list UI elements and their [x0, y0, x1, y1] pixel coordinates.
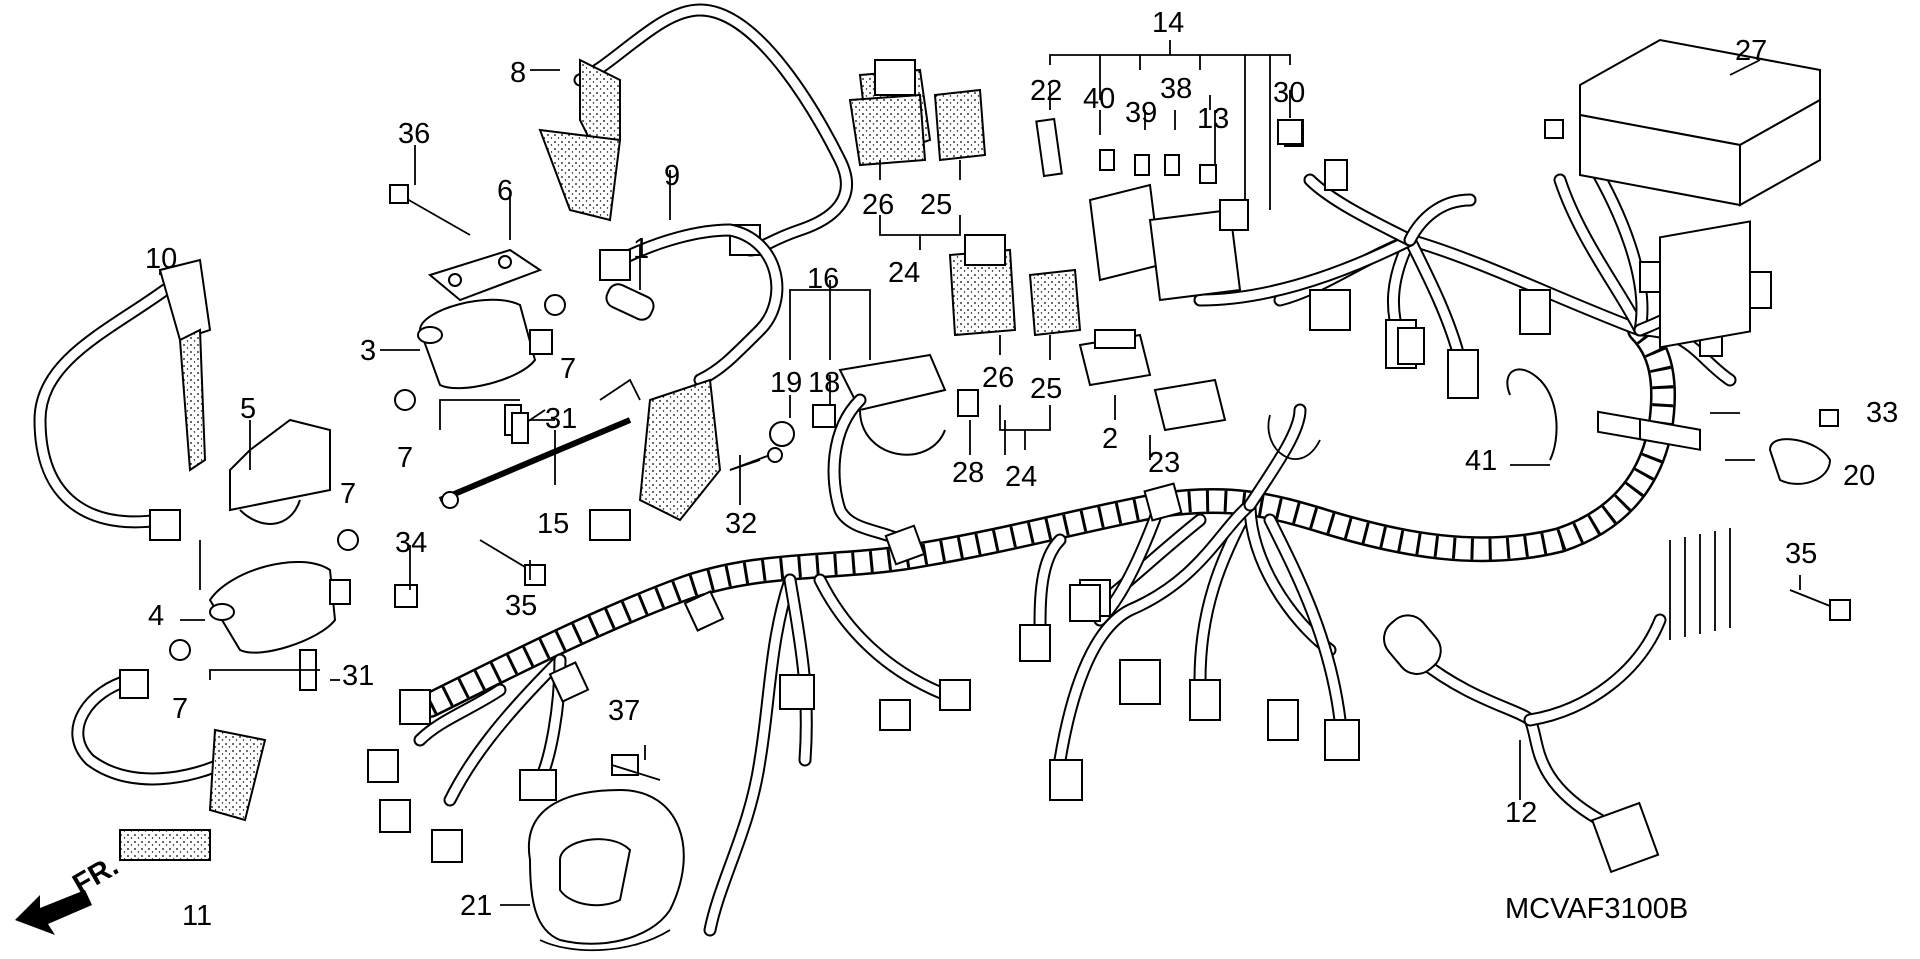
callout-15: 15 [537, 508, 569, 540]
callout-8: 8 [510, 57, 526, 89]
part-5-bracket [229, 418, 331, 525]
harness-boots [548, 482, 1183, 703]
part-26-relay-mid [948, 234, 1017, 337]
part-21-horn [527, 788, 685, 952]
callout-25a: 25 [920, 189, 952, 221]
harness-connectors [367, 261, 1772, 863]
part-20-sensor [1768, 438, 1832, 485]
part-28-clip [957, 389, 979, 417]
callout-33: 33 [1866, 397, 1898, 429]
callout-16: 16 [807, 263, 839, 295]
callout-11: 11 [182, 900, 212, 932]
part-8-plug-cord [538, 3, 853, 257]
callout-5: 5 [240, 393, 256, 425]
part-30-clip [1277, 119, 1303, 145]
part-12-regulator [1383, 220, 1751, 874]
callout-40: 40 [1083, 83, 1115, 115]
callout-7b: 7 [397, 442, 413, 474]
leader-lines [159, 40, 1801, 906]
part-13-fuse-box [1088, 119, 1348, 302]
callout-9: 9 [664, 160, 680, 192]
callout-13: 13 [1197, 103, 1229, 135]
callout-27: 27 [1735, 35, 1767, 67]
callout-32: 32 [725, 508, 757, 540]
callout-24a: 24 [888, 257, 920, 289]
callout-4: 4 [148, 600, 164, 632]
part-22-fuse-label [1035, 117, 1063, 178]
callout-23: 23 [1148, 447, 1180, 479]
part-17-bracket [1267, 414, 1321, 460]
part-19-grommet [769, 421, 795, 447]
callout-35a: 35 [505, 590, 537, 622]
callout-35b: 35 [1785, 538, 1817, 570]
callout-25b: 25 [1030, 373, 1062, 405]
callout-7a: 7 [560, 353, 576, 385]
callout-26a: 26 [862, 189, 894, 221]
callout-38: 38 [1160, 73, 1192, 105]
callout-7d: 7 [172, 693, 188, 725]
part-41-clamp [1506, 368, 1558, 461]
part-25-relay-top [933, 88, 987, 162]
part-2-relay-socket [1078, 329, 1152, 387]
callout-19: 19 [770, 367, 802, 399]
callout-36: 36 [398, 118, 430, 150]
part-25-relay-mid [1028, 268, 1082, 337]
callout-37: 37 [608, 695, 640, 727]
part-23-cover [1153, 378, 1227, 432]
callout-26b: 26 [982, 362, 1014, 394]
callout-labels: 1 2 3 4 5 6 7 7 7 7 8 9 10 11 12 13 14 1… [145, 7, 1898, 932]
part-10-plug-cord [33, 258, 212, 541]
callout-30: 30 [1273, 77, 1305, 109]
part-32-screw [729, 447, 783, 471]
part-6-coil-bracket [427, 248, 655, 321]
callout-41: 41 [1465, 445, 1497, 477]
part-11-plug-cord [71, 669, 267, 861]
part-26-relay-top [848, 59, 932, 167]
front-direction-label: FR. [68, 850, 124, 901]
part-27-ecu [1579, 38, 1821, 451]
part-16-sensor [827, 353, 947, 566]
callout-12: 12 [1505, 797, 1537, 829]
callout-3: 3 [360, 335, 376, 367]
callout-28: 28 [952, 457, 984, 489]
callout-22: 22 [1030, 75, 1062, 107]
part-3-ignition-coil-front [417, 298, 553, 390]
diagram-code: MCVAF3100B [1505, 893, 1688, 925]
part-9-plug-cord [589, 223, 784, 541]
callout-10: 10 [145, 243, 177, 275]
part-37-bolt [611, 764, 661, 781]
part-4-ignition-coil-rear [208, 561, 351, 654]
callout-34: 34 [395, 527, 427, 559]
callout-14: 14 [1152, 7, 1184, 39]
part-7-washers [169, 294, 566, 661]
callout-2: 2 [1102, 423, 1118, 455]
part-15-rod [438, 378, 641, 509]
callout-18: 18 [808, 367, 840, 399]
front-direction-arrow: FR. [15, 850, 124, 935]
callout-20: 20 [1843, 460, 1875, 492]
callout-31b: 31 [342, 660, 374, 692]
callout-31a: 31 [545, 403, 577, 435]
callout-21: 21 [460, 890, 492, 922]
callout-1: 1 [633, 233, 649, 265]
callout-6: 6 [497, 175, 513, 207]
callout-39: 39 [1125, 97, 1157, 129]
callout-7c: 7 [340, 478, 356, 510]
callout-24b: 24 [1005, 461, 1037, 493]
part-18-grommet [812, 404, 836, 428]
